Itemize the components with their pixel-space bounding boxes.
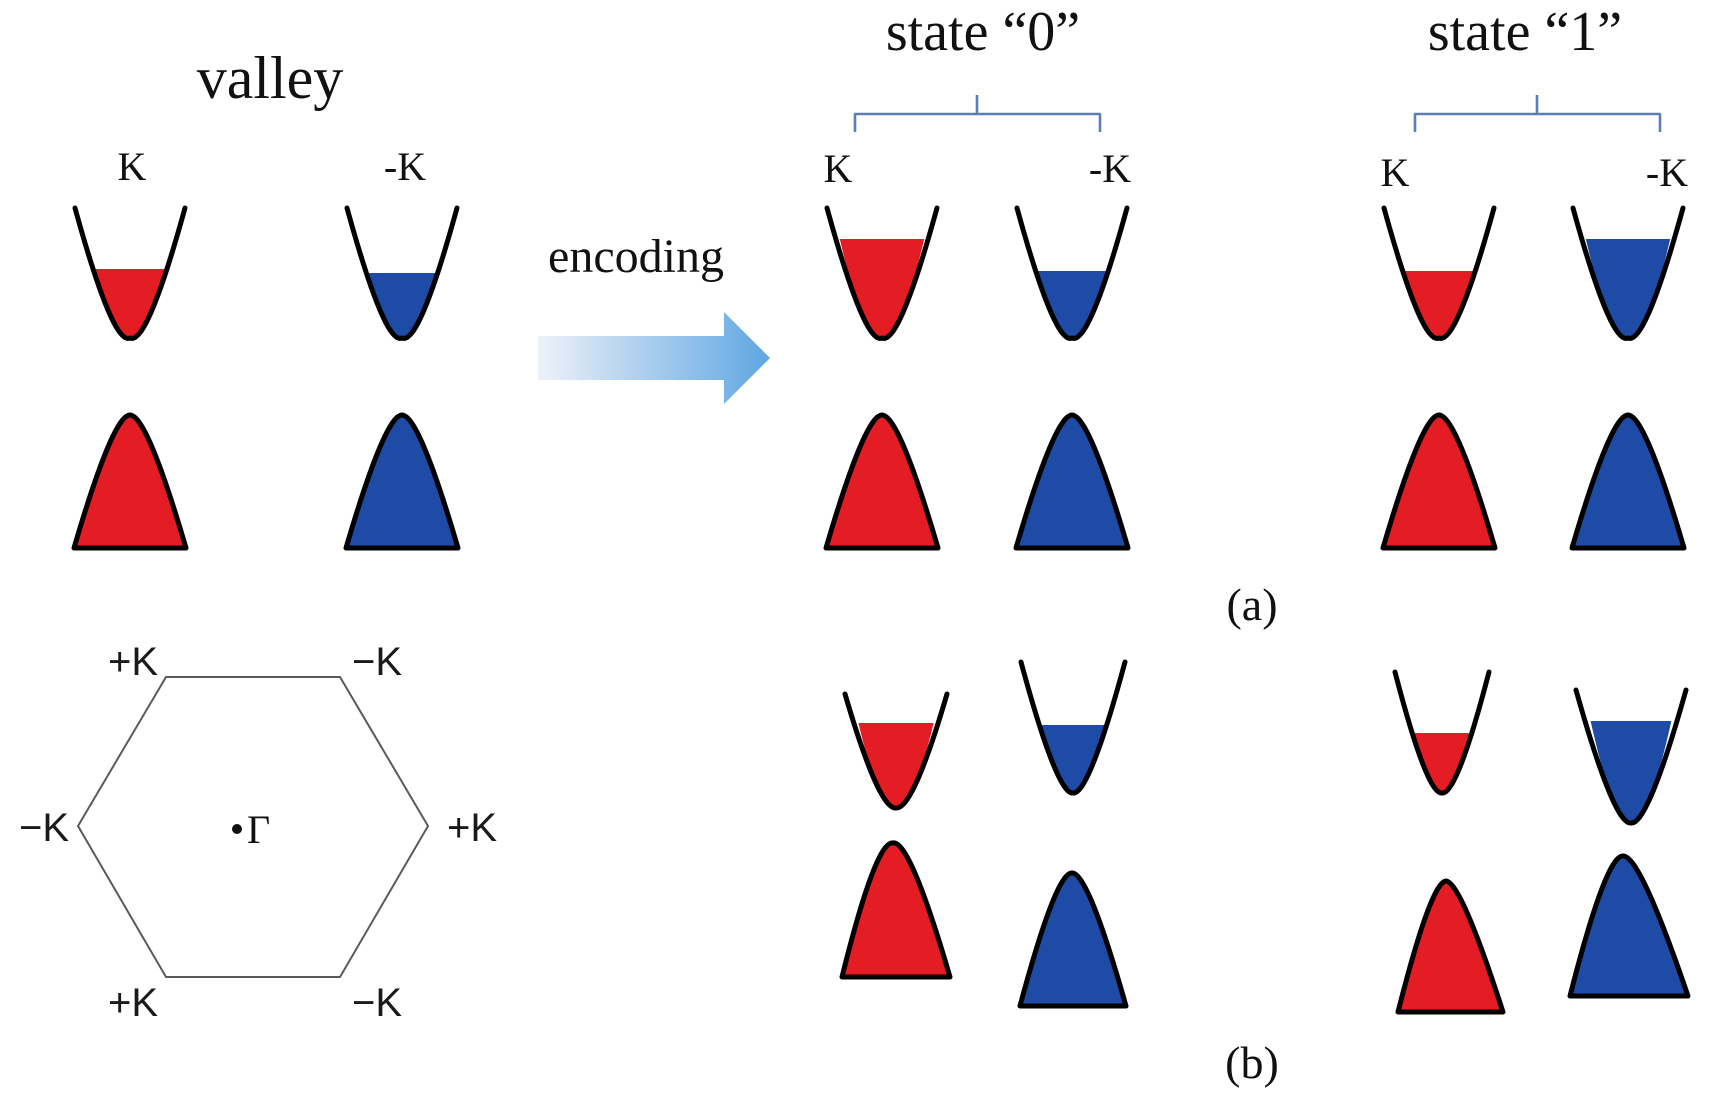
- state0-k-valence-band: [823, 412, 941, 551]
- state0-label-k: K: [824, 146, 853, 191]
- conduction-band-outline: [344, 205, 460, 341]
- state1-title: state “1”: [1428, 1, 1622, 63]
- state0-title: state “0”: [886, 1, 1080, 63]
- hex-vertex-label-right: +K: [447, 806, 497, 850]
- b-state0-k-conduction-band: [842, 691, 950, 811]
- valence-band-fill: [823, 412, 941, 551]
- hex-vertex-label-top-left: +K: [108, 640, 158, 684]
- hex-vertex-label-top-right: −K: [352, 640, 402, 684]
- conduction-band-outline: [1573, 687, 1689, 826]
- b-state1-minus-k-valence-band: [1567, 853, 1691, 999]
- conduction-band-fill: [858, 723, 934, 809]
- conduction-band-outline: [1570, 205, 1686, 341]
- initial-minus-k-valence-band: [343, 412, 461, 551]
- valence-band-fill: [1567, 853, 1691, 999]
- state1-k-valence-band: [1380, 412, 1498, 551]
- state0-bracket: [853, 95, 1102, 132]
- conduction-band-outline: [72, 205, 188, 341]
- b-state1-minus-k-conduction-band: [1573, 687, 1689, 826]
- valence-band-fill: [1017, 870, 1129, 1009]
- valence-band-fill: [839, 840, 953, 980]
- valence-band-fill: [1013, 412, 1131, 551]
- conduction-band-outline: [1381, 205, 1497, 341]
- b-state0-minus-k-valence-band: [1017, 870, 1129, 1009]
- state0-k-conduction-band: [824, 205, 940, 341]
- valence-band-fill: [1380, 412, 1498, 551]
- state0-minus-k-valence-band: [1013, 412, 1131, 551]
- valley-label-k: K: [118, 144, 147, 189]
- caption-b: (b): [1225, 1037, 1279, 1088]
- initial-minus-k-conduction-band: [344, 205, 460, 341]
- conduction-band-outline: [824, 205, 940, 341]
- initial-k-valence-band: [71, 412, 189, 551]
- conduction-band-outline: [1018, 659, 1128, 796]
- encoding-arrow: [538, 312, 770, 404]
- brillouin-zone-hexagon: [76, 676, 430, 978]
- panel-b: Γ +K −K +K −K +K −K: [19, 640, 1691, 1088]
- caption-a: (a): [1226, 579, 1277, 630]
- state0-label-minus-k: -K: [1089, 146, 1131, 191]
- valley-label-minus-k: -K: [384, 144, 426, 189]
- hex-vertex-label-bottom-left: +K: [108, 981, 158, 1025]
- b-state1-k-valence-band: [1395, 878, 1506, 1015]
- b-state0-minus-k-conduction-band: [1018, 659, 1128, 796]
- conduction-band-outline: [1392, 669, 1492, 796]
- initial-k-conduction-band: [72, 205, 188, 341]
- b-state1-k-conduction-band: [1392, 669, 1492, 796]
- state1-bracket: [1413, 95, 1662, 132]
- conduction-band-fill: [1590, 721, 1672, 824]
- conduction-band-fill: [839, 239, 925, 339]
- state1-minus-k-valence-band: [1569, 412, 1687, 551]
- valence-band-fill: [343, 412, 461, 551]
- valence-band-fill: [1569, 412, 1687, 551]
- gamma-point-dot: [232, 824, 242, 834]
- state1-k-conduction-band: [1381, 205, 1497, 341]
- conduction-band-outline: [842, 691, 950, 811]
- panel-a: valley K -K encoding state “0” K -K: [71, 1, 1688, 630]
- state1-label-minus-k: -K: [1646, 150, 1688, 195]
- conduction-band-fill: [1585, 239, 1671, 339]
- valley-title: valley: [197, 45, 344, 111]
- valence-band-fill: [71, 412, 189, 551]
- gamma-point-label: Γ: [247, 807, 270, 852]
- b-state0-k-valence-band: [839, 840, 953, 980]
- hex-vertex-label-left: −K: [19, 806, 69, 850]
- hex-vertex-label-bottom-right: −K: [352, 981, 402, 1025]
- state1-minus-k-conduction-band: [1570, 205, 1686, 341]
- conduction-band-outline: [1014, 205, 1130, 341]
- valence-band-fill: [1395, 878, 1506, 1015]
- state1-label-k: K: [1381, 150, 1410, 195]
- encoding-label: encoding: [548, 230, 724, 283]
- state0-minus-k-conduction-band: [1014, 205, 1130, 341]
